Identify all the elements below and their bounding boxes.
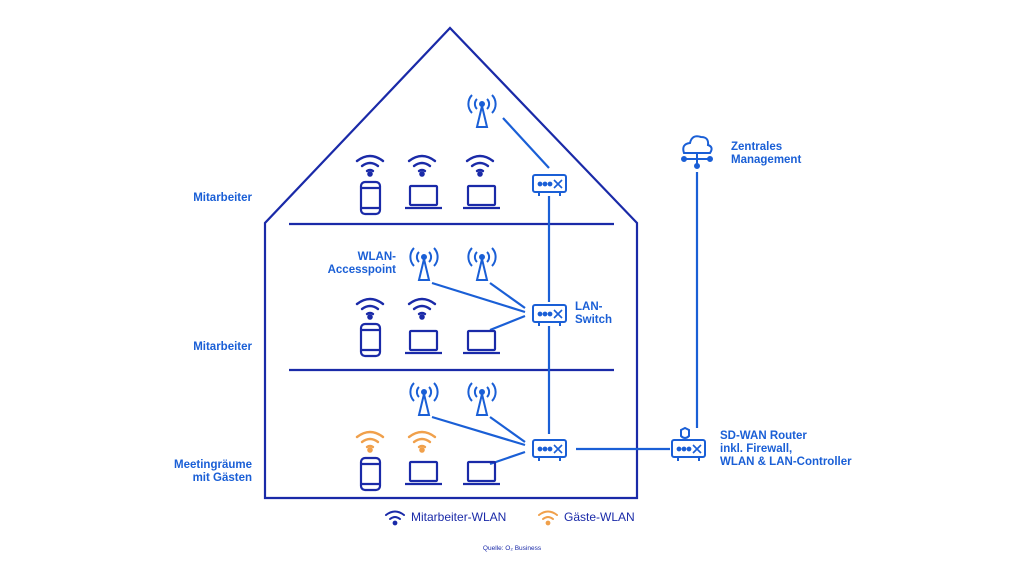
source-note: Quelle: O₂ Business — [482, 545, 542, 552]
legend-guest-label: Gäste-WLAN — [564, 510, 635, 524]
antenna-icon — [467, 94, 497, 128]
antenna-icon — [409, 382, 439, 416]
antenna-icon — [409, 247, 439, 281]
management-label: Zentrales Management — [731, 141, 801, 167]
accesspoint-label: WLAN- Accesspoint — [310, 251, 396, 277]
router-icon — [671, 426, 706, 461]
antenna-icon — [467, 382, 497, 416]
laptop-icon — [405, 184, 442, 210]
legend-guest-wifi-icon — [538, 510, 558, 526]
switch-label: LAN- Switch — [575, 301, 612, 327]
cloud-icon — [681, 135, 713, 169]
antenna-icon — [467, 247, 497, 281]
management-label-line2: Management — [731, 154, 802, 166]
floor-label-top: Mitarbeiter — [193, 192, 252, 204]
connection-lines — [431, 117, 699, 466]
switch-icon — [532, 439, 567, 461]
floor-label-bottom-line1: Meetingräume — [174, 459, 252, 471]
guest-wifi-icon — [355, 430, 385, 453]
laptop-icon — [463, 329, 500, 355]
legend-employee-label: Mitarbeiter-WLAN — [411, 510, 507, 524]
wifi-icon — [407, 154, 437, 177]
management-label-line1: Zentrales — [731, 141, 783, 153]
laptop-icon — [405, 460, 442, 486]
router-label-line1: SD-WAN Router — [720, 430, 807, 442]
floor-label-bottom-line2: mit Gästen — [192, 472, 252, 484]
switch-icon — [532, 304, 567, 326]
router-label-line2: inkl. Firewall, — [720, 443, 793, 455]
floor-label-bottom: Meetingräume mit Gästen — [140, 459, 252, 485]
wifi-icon — [355, 154, 385, 177]
switch-icon — [532, 174, 567, 196]
switch-label-line1: LAN- — [575, 301, 603, 313]
legend-employee-wifi-icon — [385, 510, 405, 526]
switch-label-line2: Switch — [575, 314, 613, 326]
laptop-icon — [405, 329, 442, 355]
guest-wifi-icon — [407, 430, 437, 453]
floor-label-middle: Mitarbeiter — [193, 341, 252, 353]
router-label: SD-WAN Router inkl. Firewall, WLAN & LAN… — [720, 430, 852, 469]
laptop-icon — [463, 184, 500, 210]
smartphone-icon — [359, 180, 382, 216]
wifi-icon — [465, 154, 495, 177]
house-outline — [263, 26, 639, 500]
wifi-icon — [355, 297, 385, 320]
accesspoint-label-line1: WLAN- — [357, 251, 396, 263]
wifi-icon — [407, 297, 437, 320]
laptop-icon — [463, 460, 500, 486]
smartphone-icon — [359, 456, 382, 492]
accesspoint-label-line2: Accesspoint — [327, 264, 396, 276]
router-label-line3: WLAN & LAN-Controller — [720, 456, 852, 468]
smartphone-icon — [359, 322, 382, 358]
